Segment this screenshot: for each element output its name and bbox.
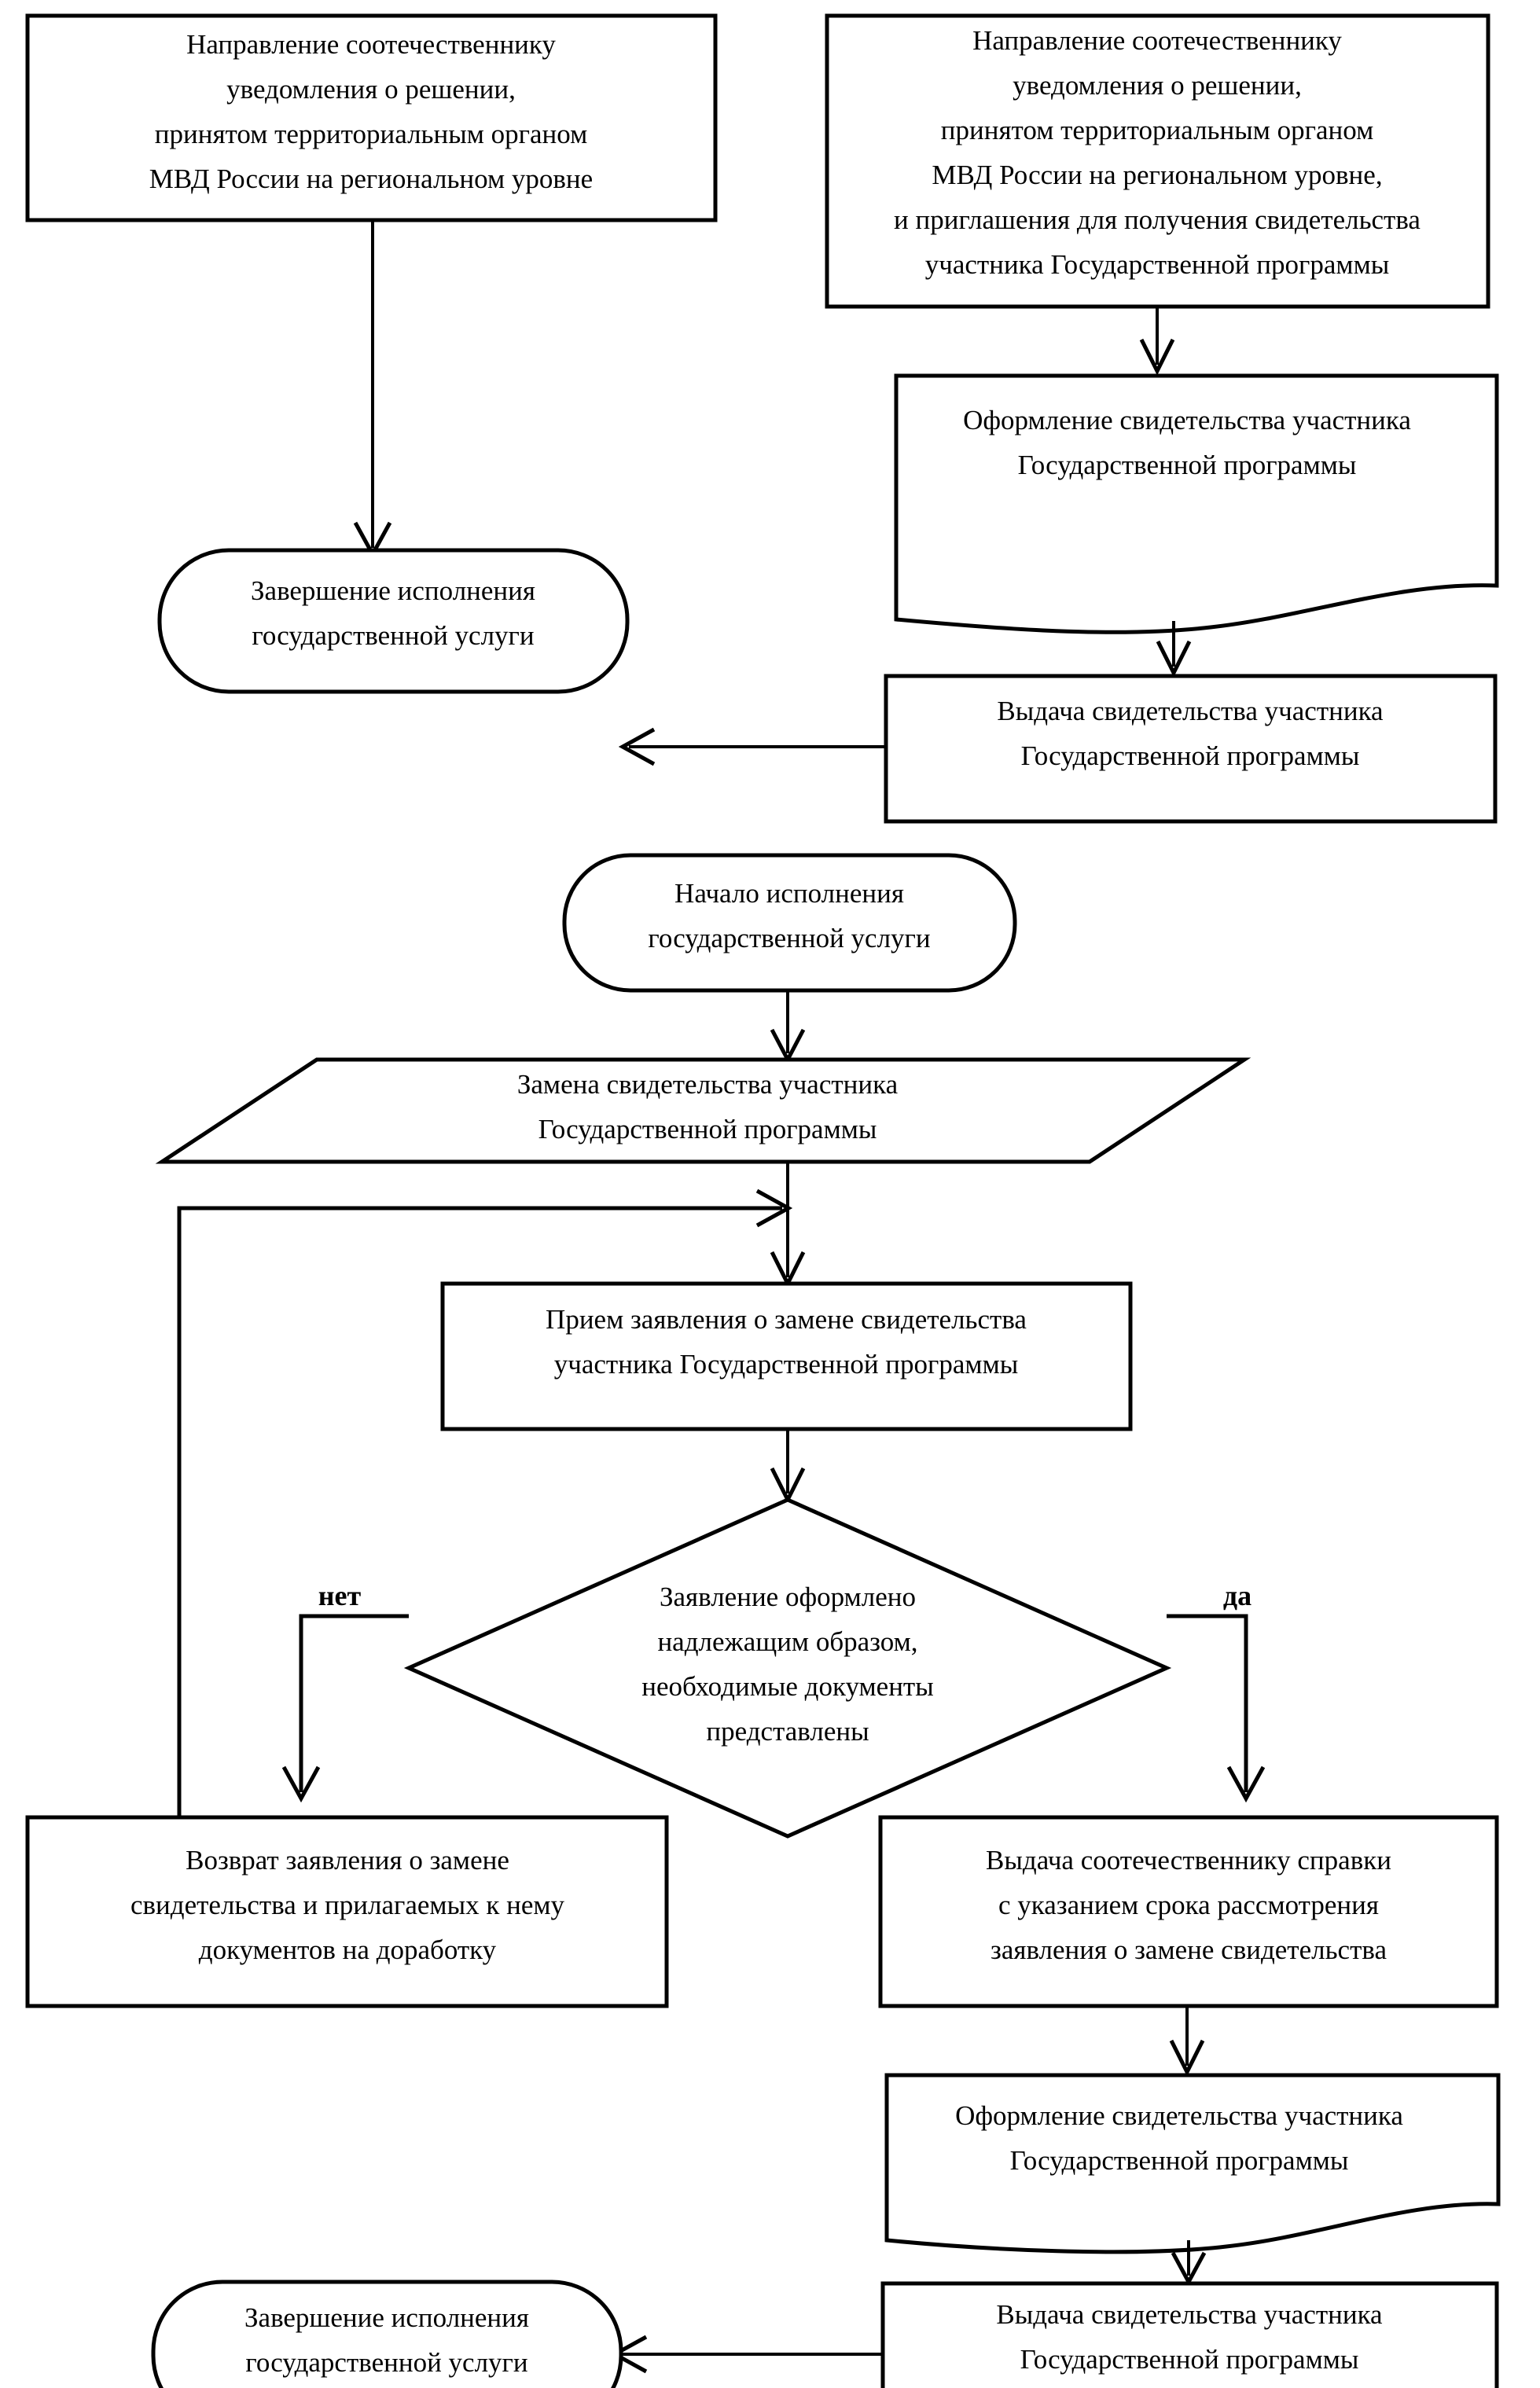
connector-notify-right-to-doc (1139, 307, 1175, 376)
connector-doc-to-deliver-cert (1156, 621, 1192, 678)
node-issue-certificate-document-2-line-1: Государственной программы (1010, 2145, 1349, 2176)
node-start-terminator-line-1: государственной услуги (648, 923, 930, 953)
node-issue-receipt[interactable]: Выдача соотечественнику справки с указан… (878, 1815, 1499, 2008)
node-decision-line-0: Заявление оформлено (660, 1582, 916, 1612)
node-end-terminator-line-0: Завершение исполнения (251, 575, 535, 606)
node-end-terminator[interactable]: Завершение исполнения государственной ус… (157, 548, 630, 694)
node-notify-right-line-0: Направление соотечественнику (972, 25, 1342, 56)
node-decision-line-2: необходимые документы (641, 1671, 933, 1702)
node-notify-left-line-3: МВД России на региональном уровне (149, 163, 593, 194)
node-deliver-certificate[interactable]: Выдача свидетельства участника Государст… (884, 674, 1498, 824)
node-issue-certificate-document-2[interactable]: Оформление свидетельства участника Госуд… (884, 2073, 1501, 2254)
connector-receipt-to-doc2 (1169, 2006, 1205, 2077)
node-replace-certificate-line-1: Государственной программы (538, 1114, 877, 1144)
node-notify-right-line-2: принятом территориальным органом (941, 115, 1374, 145)
node-deliver-certificate-line-1: Государственной программы (1021, 740, 1360, 771)
node-notify-left[interactable]: Направление соотечественнику уведомления… (25, 13, 718, 222)
node-decision-line-1: надлежащим образом, (657, 1626, 917, 1657)
branch-label-yes: да (1223, 1580, 1251, 1611)
node-notify-left-line-2: принятом территориальным органом (155, 119, 588, 149)
node-return-application[interactable]: Возврат заявления о замене свидетельства… (25, 1815, 669, 2008)
node-accept-application[interactable]: Прием заявления о замене свидетельства у… (440, 1281, 1133, 1431)
node-decision-line-3: представлены (706, 1716, 869, 1747)
node-deliver-certificate-2[interactable]: Выдача свидетельства участника Государст… (880, 2281, 1499, 2388)
connector-notify-left-to-end (353, 220, 392, 559)
node-notify-left-line-0: Направление соотечественнику (186, 29, 556, 60)
connector-start-to-replace-cert (770, 990, 806, 1064)
branch-label-no: нет (318, 1580, 362, 1611)
node-notify-left-line-1: уведомления о решении, (226, 74, 516, 105)
node-start-terminator[interactable]: Начало исполнения государственной услуги (562, 853, 1017, 993)
node-end-terminator-2[interactable]: Завершение исполнения государственной ус… (151, 2280, 623, 2388)
connector-decision-yes (1167, 1614, 1266, 1803)
node-replace-certificate[interactable]: Замена свидетельства участника Государст… (155, 1057, 1251, 1164)
node-start-terminator-line-0: Начало исполнения (674, 878, 904, 909)
node-notify-right-line-4: и приглашения для получения свидетельств… (894, 204, 1421, 235)
node-notify-right-line-1: уведомления о решении, (1013, 70, 1302, 101)
connector-deliver-cert-to-end (618, 727, 886, 766)
node-end-terminator-line-1: государственной услуги (252, 620, 534, 651)
node-accept-application-line-0: Прием заявления о замене свидетельства (546, 1304, 1027, 1335)
connector-accept-to-decision (770, 1429, 806, 1504)
node-return-application-line-0: Возврат заявления о замене (186, 1845, 509, 1875)
node-notify-right-line-5: участника Государственной программы (925, 249, 1390, 280)
node-deliver-certificate-2-line-1: Государственной программы (1020, 2344, 1359, 2375)
connector-deliver-cert2-to-end2 (610, 2335, 883, 2374)
node-end-terminator-2-line-0: Завершение исполнения (244, 2302, 529, 2333)
node-accept-application-line-1: участника Государственной программы (554, 1349, 1019, 1380)
node-issue-receipt-line-0: Выдача соотечественнику справки (986, 1845, 1391, 1875)
node-return-application-line-2: документов на доработку (199, 1934, 497, 1965)
node-notify-right-line-3: МВД России на региональном уровне, (932, 160, 1382, 190)
node-decision[interactable]: Заявление оформлено надлежащим образом, … (403, 1497, 1172, 1839)
node-return-application-line-1: свидетельства и прилагаемых к нему (130, 1890, 565, 1920)
node-replace-certificate-line-0: Замена свидетельства участника (517, 1069, 899, 1100)
node-issue-receipt-line-1: с указанием срока рассмотрения (998, 1890, 1379, 1920)
node-issue-certificate-document-line-1: Государственной программы (1018, 450, 1357, 480)
node-end-terminator-2-line-1: государственной услуги (245, 2347, 527, 2378)
node-notify-right[interactable]: Направление соотечественнику уведомления… (825, 13, 1490, 309)
node-issue-certificate-document[interactable]: Оформление свидетельства участника Госуд… (894, 373, 1499, 634)
node-deliver-certificate-line-0: Выдача свидетельства участника (997, 696, 1384, 726)
node-issue-certificate-document-line-0: Оформление свидетельства участника (963, 405, 1411, 435)
connector-replace-cert-to-accept (770, 1162, 806, 1288)
node-issue-certificate-document-2-line-0: Оформление свидетельства участника (955, 2100, 1403, 2131)
node-issue-receipt-line-2: заявления о замене свидетельства (991, 1934, 1387, 1965)
node-deliver-certificate-2-line-0: Выдача свидетельства участника (996, 2299, 1383, 2330)
connector-feedback-loop (177, 1188, 793, 1817)
connector-decision-no (281, 1614, 409, 1803)
